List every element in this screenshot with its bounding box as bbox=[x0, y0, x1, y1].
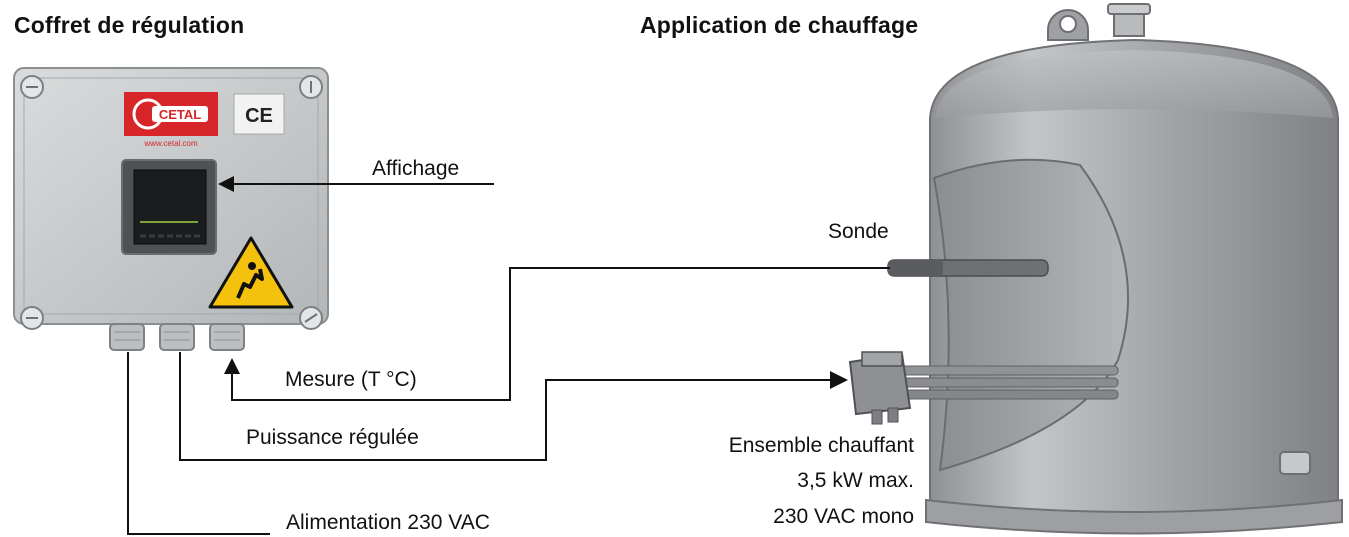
cable-gland bbox=[109, 323, 145, 351]
cable-gland bbox=[209, 323, 245, 351]
measure-label: Mesure (T °C) bbox=[285, 368, 417, 391]
heater-label-line3: 230 VAC mono bbox=[773, 505, 914, 528]
ce-mark: CE bbox=[233, 93, 285, 135]
power-line bbox=[179, 352, 832, 461]
screw-icon bbox=[20, 75, 44, 99]
lifting-eye bbox=[1047, 9, 1089, 41]
top-nozzle bbox=[1107, 3, 1151, 37]
cable-gland bbox=[159, 323, 195, 351]
heater-label-line2: 3,5 kW max. bbox=[797, 469, 914, 492]
screw-icon bbox=[299, 306, 323, 330]
arrow-icon bbox=[830, 371, 848, 389]
arrow-icon bbox=[218, 176, 234, 192]
display-label: Affichage bbox=[372, 157, 460, 180]
regulated-power-label: Puissance régulée bbox=[246, 426, 419, 449]
drain-plug bbox=[1279, 451, 1311, 475]
svg-text:CE: CE bbox=[245, 105, 273, 127]
probe-label: Sonde bbox=[828, 220, 889, 243]
temperature-probe bbox=[887, 259, 1049, 277]
svg-text:www.cetal.com: www.cetal.com bbox=[143, 139, 198, 148]
controller-heading: Coffret de régulation bbox=[14, 12, 245, 38]
arrow-icon bbox=[224, 358, 240, 374]
application-heading: Application de chauffage bbox=[640, 12, 919, 38]
measure-line bbox=[231, 267, 890, 401]
heater-label-line1: Ensemble chauffant bbox=[728, 434, 914, 457]
svg-text:CETAL: CETAL bbox=[159, 107, 201, 122]
heating-element bbox=[848, 351, 1119, 425]
screw-icon bbox=[20, 306, 44, 330]
controller-box: CETAL www.cetal.com CE bbox=[13, 67, 329, 351]
controller-display bbox=[121, 159, 217, 255]
screw-icon bbox=[299, 75, 323, 99]
cetal-logo: CETAL www.cetal.com bbox=[124, 92, 218, 148]
supply-label: Alimentation 230 VAC bbox=[286, 511, 490, 534]
supply-line bbox=[127, 352, 270, 535]
electrical-hazard-icon bbox=[208, 236, 294, 309]
